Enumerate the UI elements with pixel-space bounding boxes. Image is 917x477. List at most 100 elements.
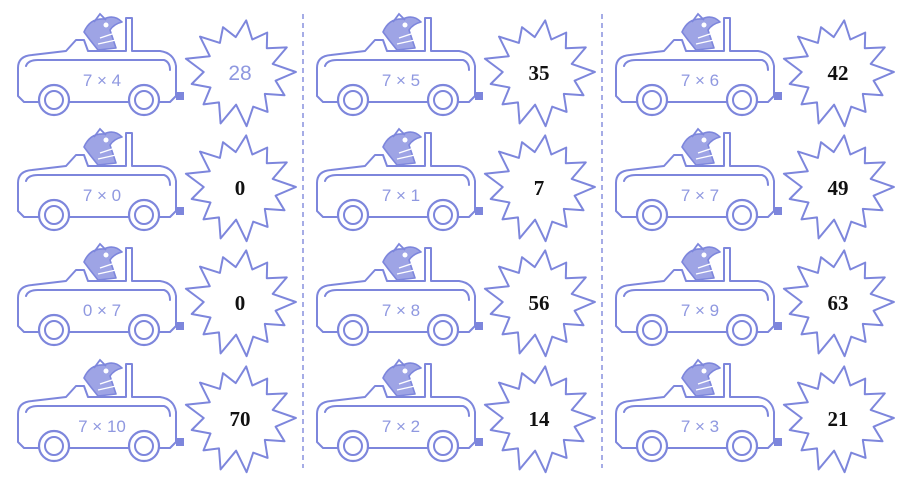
exhaust-pipe <box>475 322 483 330</box>
car-wheel-front <box>635 198 669 232</box>
answer-starburst <box>483 19 596 128</box>
car-problem: 7 × 1 7 <box>316 127 596 243</box>
multiplication-expression: 7 × 5 <box>382 71 420 90</box>
car-trim <box>324 59 470 71</box>
answer-value: 0 <box>235 176 246 200</box>
multiplication-expression: 7 × 0 <box>83 186 121 205</box>
multiplication-expression: 7 × 9 <box>681 301 719 320</box>
answer-starburst <box>483 134 596 243</box>
car-body <box>615 17 775 103</box>
exhaust-pipe <box>475 207 483 215</box>
driver-figure <box>681 358 721 397</box>
multiplication-expression: 7 × 4 <box>83 71 121 90</box>
car-problem: 7 × 10 70 <box>17 358 297 474</box>
exhaust-pipe <box>176 322 184 330</box>
exhaust-pipe <box>475 438 483 446</box>
car-trim <box>25 59 171 71</box>
answer-value: 70 <box>230 407 251 431</box>
car-body <box>17 363 177 449</box>
driver-figure <box>681 127 721 166</box>
car-wheel-front <box>336 83 370 117</box>
car-body <box>615 363 775 449</box>
car-wheel-front <box>635 83 669 117</box>
car-wheel-back <box>426 198 460 232</box>
exhaust-pipe <box>176 438 184 446</box>
car-problem: 7 × 5 35 <box>316 12 596 128</box>
car-problem: 7 × 7 49 <box>615 127 895 243</box>
car-body <box>615 132 775 218</box>
car-trim <box>623 405 769 417</box>
car-problem: 7 × 4 28 <box>17 12 297 128</box>
car-wheel-back <box>127 429 161 463</box>
answer-value: 35 <box>529 61 550 85</box>
car-wheel-back <box>426 83 460 117</box>
car-trim <box>25 174 171 186</box>
exhaust-pipe <box>176 92 184 100</box>
exhaust-pipe <box>774 322 782 330</box>
driver-figure <box>83 127 123 166</box>
car-wheel-back <box>725 83 759 117</box>
car-wheel-back <box>127 198 161 232</box>
driver-figure <box>681 12 721 51</box>
exhaust-pipe <box>774 438 782 446</box>
car-wheel-back <box>426 429 460 463</box>
car-wheel-front <box>635 313 669 347</box>
car-wheel-front <box>336 313 370 347</box>
driver-figure <box>382 127 422 166</box>
answer-value: 21 <box>828 407 849 431</box>
car-wheel-back <box>725 429 759 463</box>
answer-starburst <box>782 19 895 128</box>
car-trim <box>623 59 769 71</box>
car-wheel-front <box>37 313 71 347</box>
answer-value: 42 <box>828 61 849 85</box>
answer-value: 7 <box>534 176 545 200</box>
exhaust-pipe <box>774 207 782 215</box>
exhaust-pipe <box>176 207 184 215</box>
driver-figure <box>83 242 123 281</box>
multiplication-expression: 7 × 8 <box>382 301 420 320</box>
exhaust-pipe <box>475 92 483 100</box>
answer-starburst <box>782 365 895 474</box>
answer-starburst <box>184 134 297 243</box>
multiplication-expression: 7 × 7 <box>681 186 719 205</box>
car-problem: 7 × 3 21 <box>615 358 895 474</box>
car-trim <box>324 405 470 417</box>
car-body <box>17 247 177 333</box>
car-trim <box>324 174 470 186</box>
multiplication-expression: 7 × 10 <box>78 417 126 436</box>
car-body <box>316 17 476 103</box>
car-trim <box>324 289 470 301</box>
answer-value: 56 <box>529 291 550 315</box>
answer-starburst <box>782 249 895 358</box>
driver-figure <box>83 12 123 51</box>
answer-starburst <box>782 134 895 243</box>
driver-figure <box>681 242 721 281</box>
car-body <box>615 247 775 333</box>
car-body <box>316 132 476 218</box>
answer-starburst <box>483 365 596 474</box>
multiplication-expression: 0 × 7 <box>83 301 121 320</box>
car-wheel-back <box>725 198 759 232</box>
answer-value: 49 <box>828 176 849 200</box>
car-trim <box>623 174 769 186</box>
multiplication-expression: 7 × 1 <box>382 186 420 205</box>
driver-figure <box>382 242 422 281</box>
multiplication-expression: 7 × 2 <box>382 417 420 436</box>
answer-value: 28 <box>228 62 251 85</box>
car-wheel-front <box>635 429 669 463</box>
car-problem: 7 × 0 0 <box>17 127 297 243</box>
multiplication-expression: 7 × 3 <box>681 417 719 436</box>
car-wheel-back <box>127 83 161 117</box>
answer-value: 0 <box>235 291 246 315</box>
driver-figure <box>382 12 422 51</box>
car-wheel-back <box>127 313 161 347</box>
car-wheel-front <box>336 198 370 232</box>
answer-starburst <box>184 249 297 358</box>
car-wheel-front <box>37 198 71 232</box>
car-problem: 7 × 8 56 <box>316 242 596 358</box>
car-body <box>17 17 177 103</box>
